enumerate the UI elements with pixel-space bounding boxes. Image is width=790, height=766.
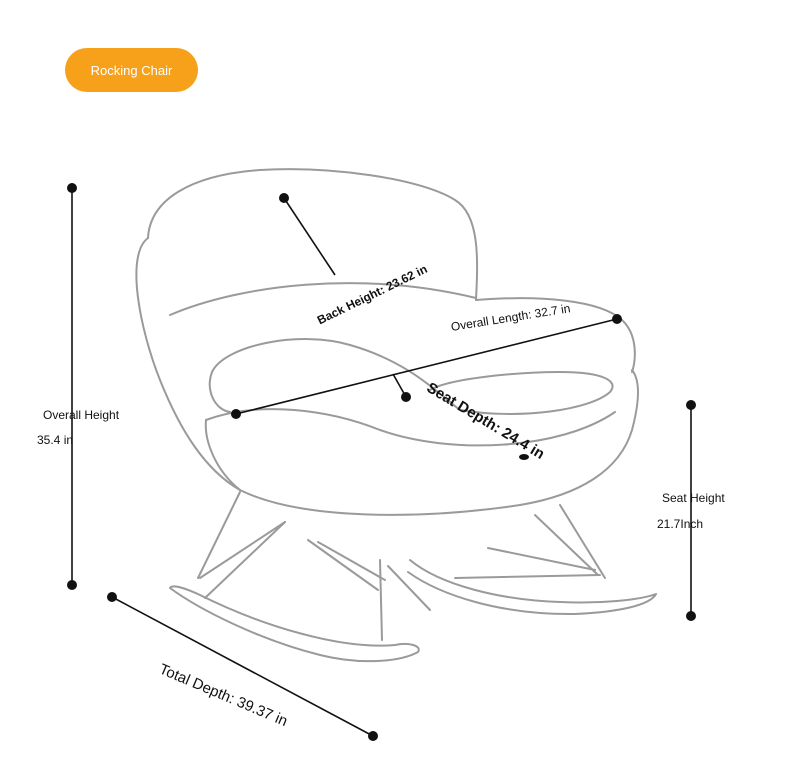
seat-height-top-dot [686, 400, 696, 410]
chair-leg-right-2 [534, 514, 599, 576]
chair-outer-shell [135, 237, 639, 516]
chair-leg-brace-3 [317, 541, 386, 581]
chair-backrest-seam [169, 282, 477, 316]
chair-seat-front [205, 408, 616, 447]
back-height-line [283, 197, 336, 276]
total-depth-left-dot [107, 592, 117, 602]
chair-leg-brace-4 [454, 574, 601, 579]
measurement-lines [71, 188, 692, 737]
total-depth-right-dot [368, 731, 378, 741]
overall-length-line [235, 318, 618, 415]
chair-leg-center-1 [379, 559, 383, 641]
chair-rocker-left [169, 585, 420, 663]
overall-length-left-dot [231, 409, 241, 419]
chair-leg-left-2 [204, 521, 286, 599]
overall-height-bottom-dot [67, 580, 77, 590]
chair-leg-center-2 [387, 565, 431, 611]
chair-backrest [147, 168, 479, 301]
seat-height-value: 21.7Inch [657, 517, 704, 531]
back-height-dot [279, 193, 289, 203]
chair-leg-brace-1 [199, 521, 286, 579]
total-depth-line [111, 596, 374, 737]
seat-height-label: Seat Height [662, 491, 725, 505]
product-tag[interactable]: Rocking Chair [65, 48, 198, 92]
chair-leg-left-1 [197, 491, 241, 579]
overall-height-top-dot [67, 183, 77, 193]
chair-seat-cushion [211, 338, 614, 415]
chair-sketch [135, 168, 657, 663]
chair-inner-curve [208, 371, 231, 413]
seat-depth-dot [401, 392, 411, 402]
chair-leg-brace-2 [307, 539, 379, 591]
chair-rocker-right [407, 559, 657, 616]
chair-leg-brace-5 [487, 547, 596, 571]
measurement-endpoints [67, 183, 696, 741]
overall-height-label: Overall Height [43, 408, 120, 422]
seat-height-bottom-dot [686, 611, 696, 621]
chair-front-lip [204, 419, 241, 491]
overall-length-right-dot [612, 314, 622, 324]
chair-armrest [475, 297, 636, 373]
overall-height-value: 35.4 in [37, 433, 74, 447]
chair-leg-right-1 [559, 504, 606, 579]
seat-depth-end-mark [519, 454, 529, 460]
